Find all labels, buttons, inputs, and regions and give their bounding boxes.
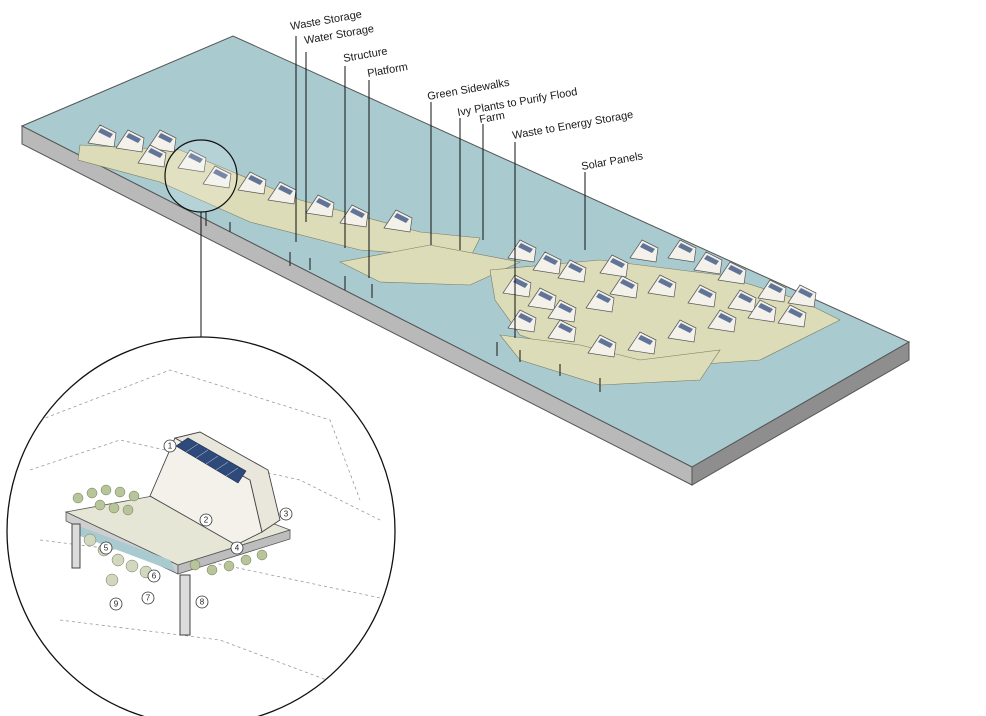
- detail-marker-number: 7: [146, 594, 151, 603]
- support-legs: [205, 212, 601, 392]
- detail-marker-number: 3: [284, 510, 289, 519]
- house: [693, 251, 723, 275]
- house: [717, 261, 747, 285]
- detail-marker-number: 5: [104, 544, 109, 553]
- detail-marker-number: 6: [152, 572, 157, 581]
- house: [115, 129, 145, 153]
- label-solar-panels: Solar Panels: [580, 150, 644, 173]
- detail-pillars: [71, 523, 191, 636]
- house: [305, 194, 335, 218]
- detail-marker-number: 2: [204, 516, 209, 525]
- house: [667, 319, 697, 343]
- walkway-strip-4: [499, 334, 721, 386]
- detail-marker-circle: [109, 597, 123, 611]
- house: [267, 181, 297, 205]
- house: [532, 251, 562, 275]
- detail-marker-number: 4: [235, 544, 240, 553]
- house: [757, 279, 787, 303]
- house: [627, 331, 657, 355]
- house: [202, 165, 232, 189]
- house: [747, 299, 777, 323]
- house: [707, 309, 737, 333]
- house: [787, 284, 817, 308]
- detail-marker-circle: [147, 569, 161, 583]
- label-farm: Farm: [478, 110, 505, 126]
- house-cluster: [87, 124, 817, 358]
- house: [137, 144, 167, 168]
- detail-marker-circle: [195, 595, 209, 609]
- house: [177, 149, 207, 173]
- detail-marker-number: 1: [168, 442, 173, 451]
- house: [383, 209, 413, 233]
- detail-garden: [72, 484, 268, 576]
- house: [527, 287, 557, 311]
- detail-marker-circle: [99, 541, 113, 555]
- house: [609, 275, 639, 299]
- house: [687, 284, 717, 308]
- house: [87, 124, 117, 148]
- label-waste-to-energy: Waste to Energy Storage: [511, 109, 634, 142]
- walkway-strip-3: [489, 259, 841, 371]
- house: [339, 204, 369, 228]
- house: [237, 171, 267, 195]
- slab-front-side: [691, 341, 910, 486]
- house: [547, 299, 577, 323]
- house: [727, 289, 757, 313]
- detail-marker-number: 9: [114, 600, 119, 609]
- house: [585, 289, 615, 313]
- zoom-target-ring: [164, 139, 238, 213]
- detail-view: 1 2 3 4 5 6 7 8 9: [6, 336, 396, 716]
- house: [777, 304, 807, 328]
- house: [629, 239, 659, 263]
- detail-marker-circle: [199, 513, 213, 527]
- house: [647, 274, 677, 298]
- house: [547, 319, 577, 343]
- label-structure: Structure: [342, 45, 388, 65]
- zoom-callout: [164, 139, 238, 338]
- house: [587, 334, 617, 358]
- house: [667, 239, 697, 263]
- house: [502, 274, 532, 298]
- detail-marker-number: 8: [200, 598, 205, 607]
- detail-marker-circle: [279, 507, 293, 521]
- detail-marker-circle: [163, 439, 177, 453]
- house: [599, 254, 629, 278]
- leader-lines: [295, 36, 586, 338]
- detail-marker-circle: [230, 541, 244, 555]
- house: [147, 129, 177, 153]
- label-platform: Platform: [366, 61, 408, 80]
- house: [557, 259, 587, 283]
- detail-marker-circle: [141, 591, 155, 605]
